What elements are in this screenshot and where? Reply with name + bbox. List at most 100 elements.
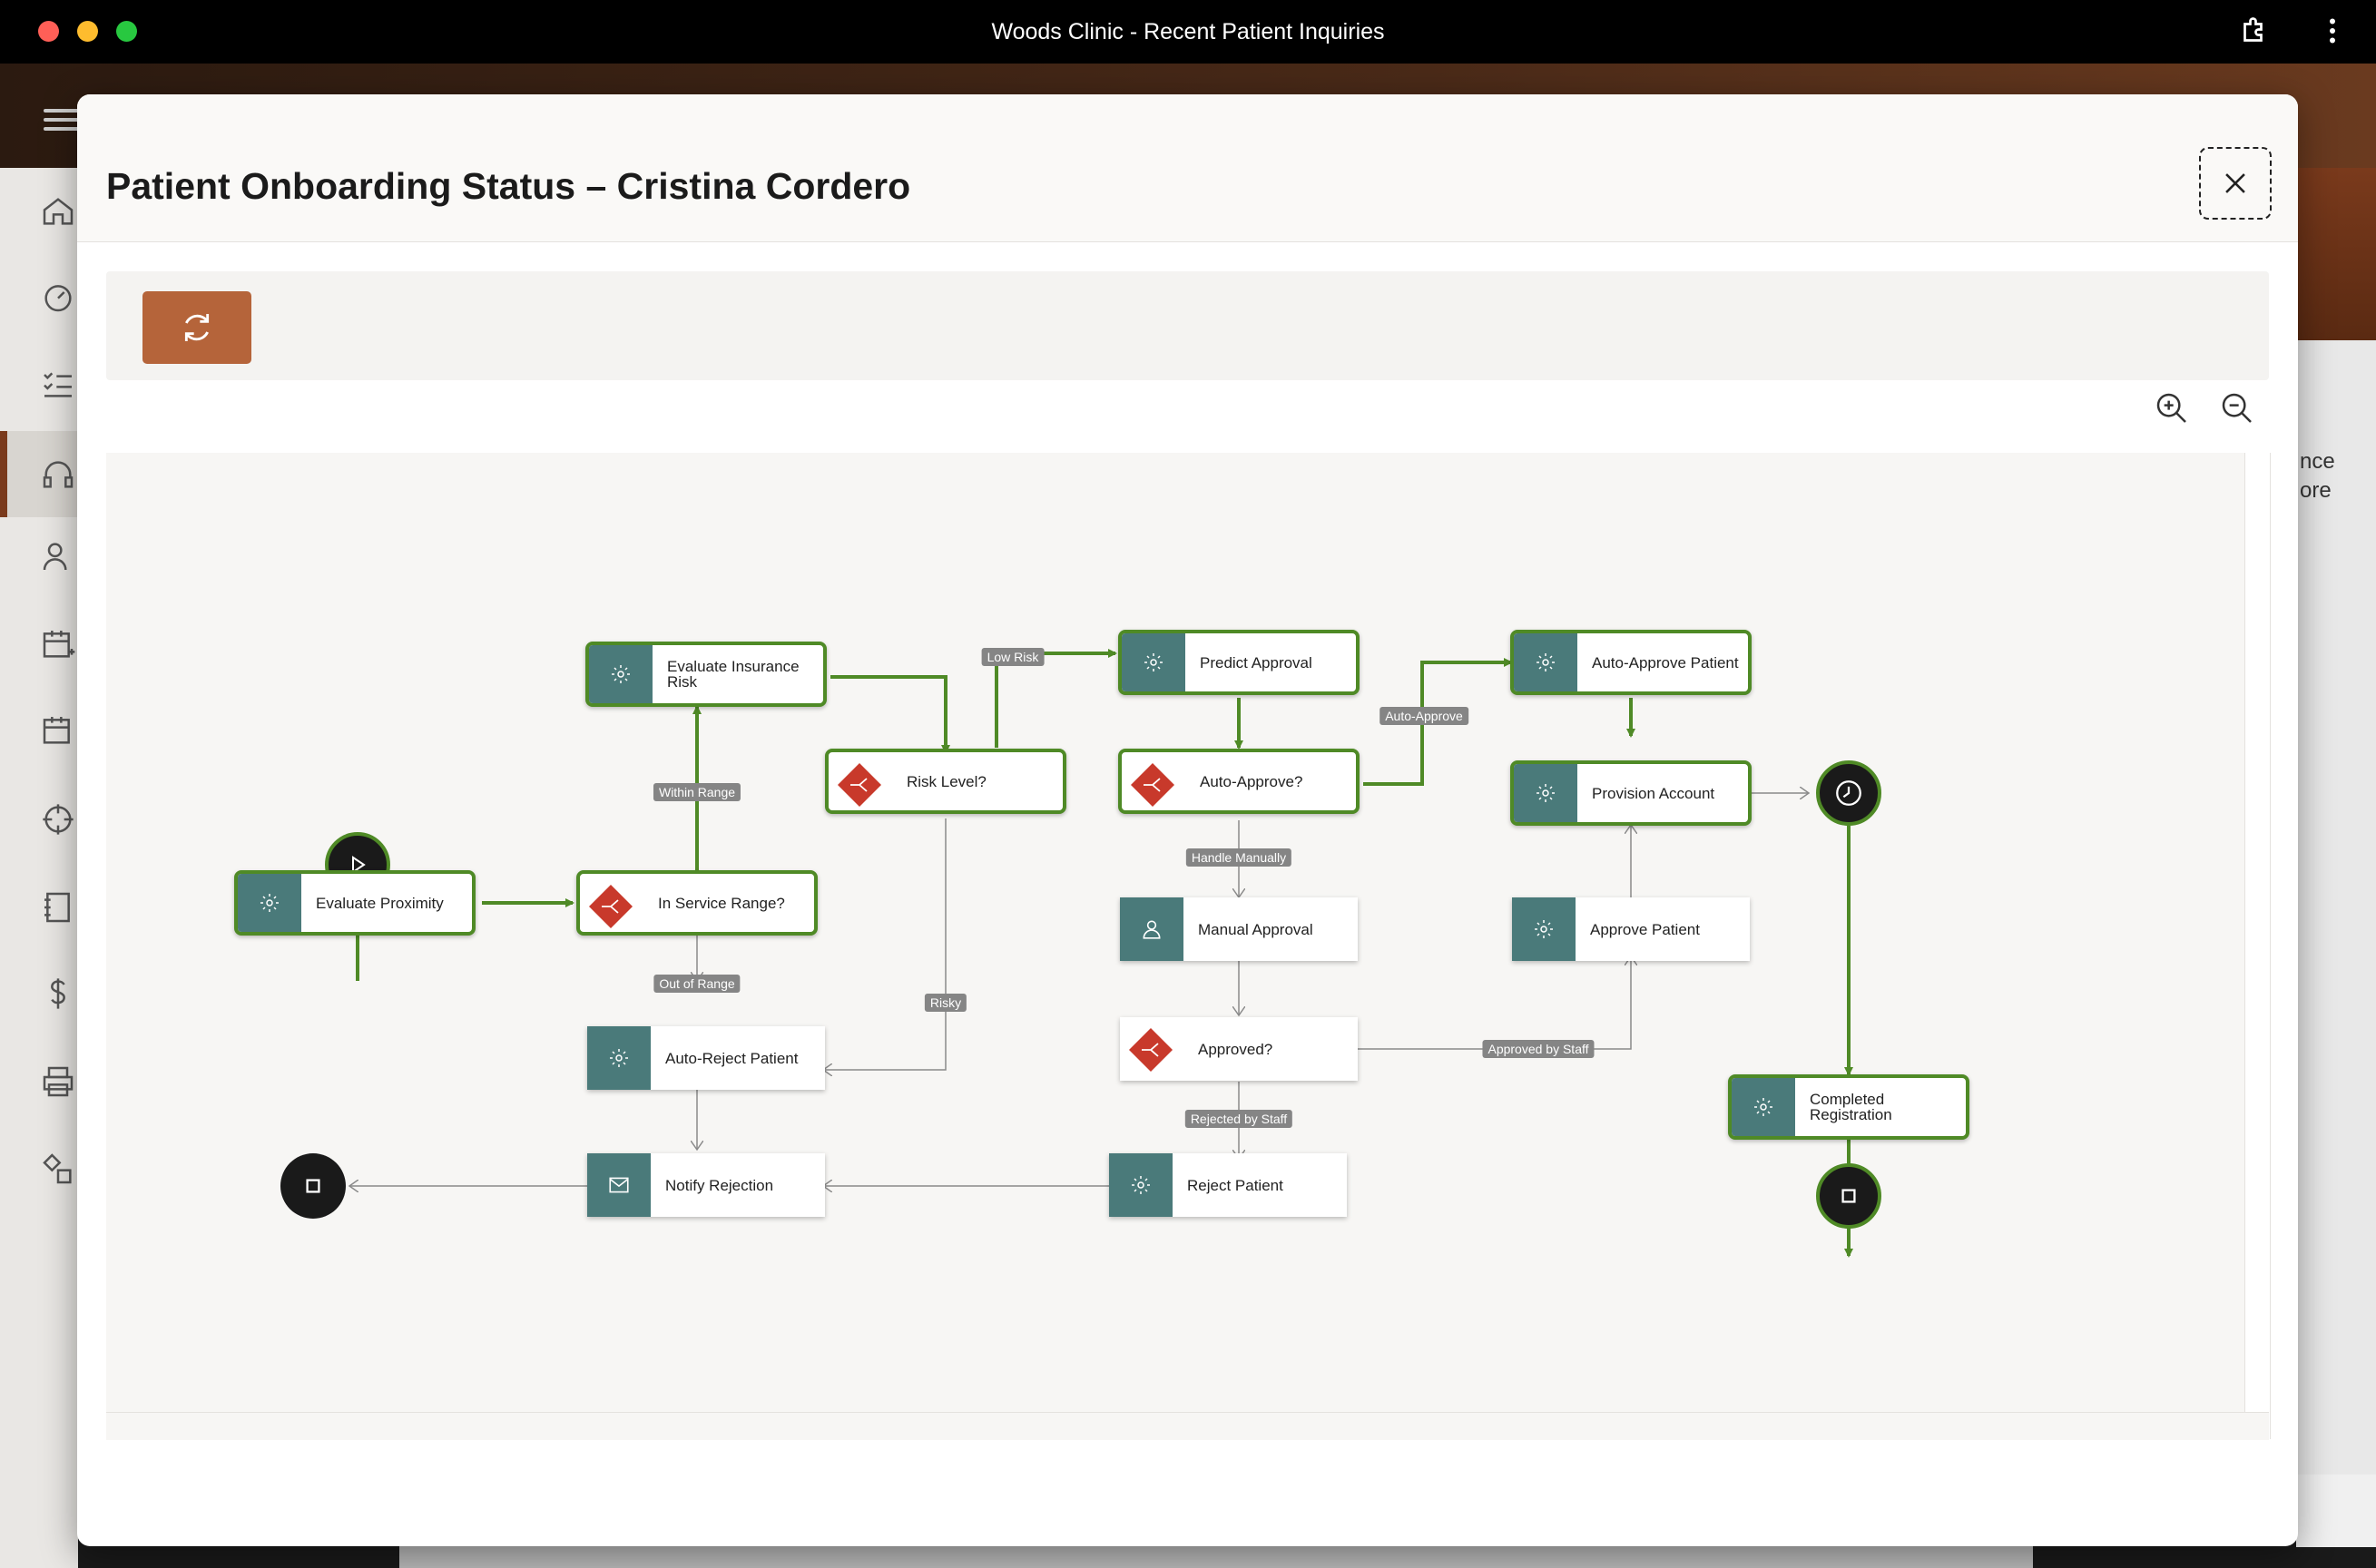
- zoom-window-button[interactable]: [116, 21, 137, 42]
- background-text: ore: [2300, 478, 2332, 503]
- edge-risky: [823, 818, 947, 1070]
- patient-onboarding-dialog: Patient Onboarding Status – Cristina Cor…: [77, 94, 2298, 1546]
- user-icon[interactable]: [40, 538, 76, 574]
- task-provision-account[interactable]: Provision Account: [1510, 760, 1752, 826]
- timer-event[interactable]: [1816, 760, 1881, 826]
- task-evaluate-insurance-risk[interactable]: Evaluate Insurance Risk: [585, 642, 827, 707]
- hamburger-menu-icon[interactable]: [44, 103, 80, 136]
- node-label: Predict Approval: [1200, 653, 1312, 671]
- task-notify-rejection[interactable]: Notify Rejection: [587, 1153, 825, 1217]
- gear-icon: [1535, 920, 1553, 938]
- edge-low-risk: [995, 649, 1117, 748]
- window-title: Woods Clinic - Recent Patient Inquiries: [991, 18, 1385, 44]
- background-panel: nce ore: [2296, 340, 2376, 1475]
- gear-icon: [612, 665, 630, 683]
- gear-icon: [1537, 784, 1555, 802]
- edge-approved-by-staff: [1357, 956, 1631, 1050]
- dollar-icon[interactable]: [40, 975, 76, 1012]
- sidebar-active-highlight: [0, 431, 78, 517]
- clock-icon: [1836, 780, 1861, 806]
- user-icon: [1143, 920, 1161, 939]
- node-label: Approve Patient: [1590, 920, 1700, 938]
- app-banner: [2296, 168, 2376, 340]
- target-icon[interactable]: [40, 801, 76, 838]
- edge-label: Auto-Approve: [1379, 707, 1468, 725]
- canvas-scrollbar[interactable]: [2244, 453, 2271, 1439]
- zoom-in-icon: [2156, 393, 2186, 423]
- zoom-out-button[interactable]: [2219, 390, 2255, 426]
- zoom-in-button[interactable]: [2154, 390, 2190, 426]
- task-auto-approve-patient[interactable]: Auto-Approve Patient: [1510, 630, 1752, 695]
- node-label: Auto-Reject Patient: [665, 1049, 799, 1067]
- gear-icon: [610, 1049, 628, 1067]
- edge-label: Approved by Staff: [1482, 1040, 1595, 1058]
- node-label: Notify Rejection: [665, 1176, 774, 1194]
- gear-icon: [260, 894, 279, 912]
- background-text: nce: [2300, 449, 2335, 474]
- task-evaluate-proximity[interactable]: Evaluate Proximity: [234, 870, 476, 936]
- canvas-footer: [106, 1412, 2269, 1440]
- task-completed-registration[interactable]: Completed Registration: [1728, 1074, 1969, 1140]
- dialog-title: Patient Onboarding Status – Cristina Cor…: [106, 165, 911, 207]
- node-label: Risk Level?: [907, 772, 987, 790]
- headset-icon[interactable]: [40, 456, 76, 493]
- dashboard-gauge-icon[interactable]: [40, 279, 76, 315]
- gateway-diamond-icon: [838, 763, 881, 807]
- node-label: Manual Approval: [1198, 920, 1313, 938]
- checklist-icon[interactable]: [40, 366, 76, 402]
- task-reject-patient[interactable]: Reject Patient: [1109, 1153, 1347, 1217]
- close-window-button[interactable]: [38, 21, 59, 42]
- refresh-button[interactable]: [142, 291, 251, 364]
- gateway-diamond-icon: [1129, 1028, 1173, 1072]
- window-controls: [38, 21, 137, 42]
- edge-label: Out of Range: [653, 975, 741, 993]
- gear-icon: [1537, 653, 1555, 671]
- gateway-auto-approve[interactable]: Auto-Approve?: [1118, 749, 1360, 814]
- stop-icon: [1841, 1189, 1856, 1203]
- more-menu-icon[interactable]: [2316, 15, 2349, 52]
- gateway-risk-level[interactable]: Risk Level?: [825, 749, 1066, 814]
- node-label: Approved?: [1198, 1040, 1273, 1058]
- window-titlebar: Woods Clinic - Recent Patient Inquiries: [0, 0, 2376, 64]
- end-event[interactable]: [280, 1153, 346, 1219]
- background-bar: [399, 1543, 2033, 1568]
- task-auto-reject-patient[interactable]: Auto-Reject Patient: [587, 1026, 825, 1090]
- refresh-icon: [184, 314, 210, 341]
- gear-icon: [1132, 1176, 1150, 1194]
- close-dialog-button[interactable]: [2199, 147, 2272, 220]
- node-label: Auto-Approve Patient: [1592, 653, 1739, 671]
- edge-insurance-to-risk: [830, 675, 950, 754]
- extension-icon[interactable]: [2238, 15, 2271, 52]
- end-event[interactable]: [1816, 1163, 1881, 1229]
- calendar-heart-icon[interactable]: [40, 712, 76, 749]
- gateway-approved[interactable]: Approved?: [1120, 1017, 1358, 1081]
- node-label: Reject Patient: [1187, 1176, 1283, 1194]
- edge-label: Handle Manually: [1185, 848, 1292, 867]
- edge-label: Risky: [924, 994, 967, 1012]
- gateway-diamond-icon: [1131, 763, 1174, 807]
- shapes-icon[interactable]: [40, 1151, 76, 1187]
- edge-label: Rejected by Staff: [1184, 1110, 1293, 1128]
- notebook-icon[interactable]: [40, 889, 76, 926]
- node-label: Provision Account: [1592, 784, 1715, 802]
- task-manual-approval[interactable]: Manual Approval: [1120, 897, 1358, 961]
- node-label: Completed Registration: [1810, 1091, 1892, 1123]
- dialog-header: Patient Onboarding Status – Cristina Cor…: [77, 94, 2298, 242]
- envelope-icon: [609, 1177, 629, 1193]
- close-icon: [2225, 173, 2245, 193]
- node-label: Evaluate Insurance Risk: [667, 658, 800, 691]
- gateway-in-service-range[interactable]: In Service Range?: [576, 870, 818, 936]
- stop-icon: [306, 1179, 320, 1193]
- calendar-add-icon[interactable]: [40, 626, 76, 662]
- home-icon[interactable]: [40, 193, 76, 230]
- process-diagram-canvas[interactable]: Within Range Out of Range Low Risk Risky…: [106, 453, 2244, 1412]
- node-label: Auto-Approve?: [1200, 772, 1303, 790]
- background-footer: [2296, 1475, 2376, 1547]
- gear-icon: [1144, 653, 1163, 671]
- task-predict-approval[interactable]: Predict Approval: [1118, 630, 1360, 695]
- play-icon: [352, 856, 366, 874]
- task-approve-patient[interactable]: Approve Patient: [1512, 897, 1750, 961]
- minimize-window-button[interactable]: [77, 21, 98, 42]
- printer-icon[interactable]: [40, 1063, 76, 1100]
- edge-label: Within Range: [653, 783, 741, 801]
